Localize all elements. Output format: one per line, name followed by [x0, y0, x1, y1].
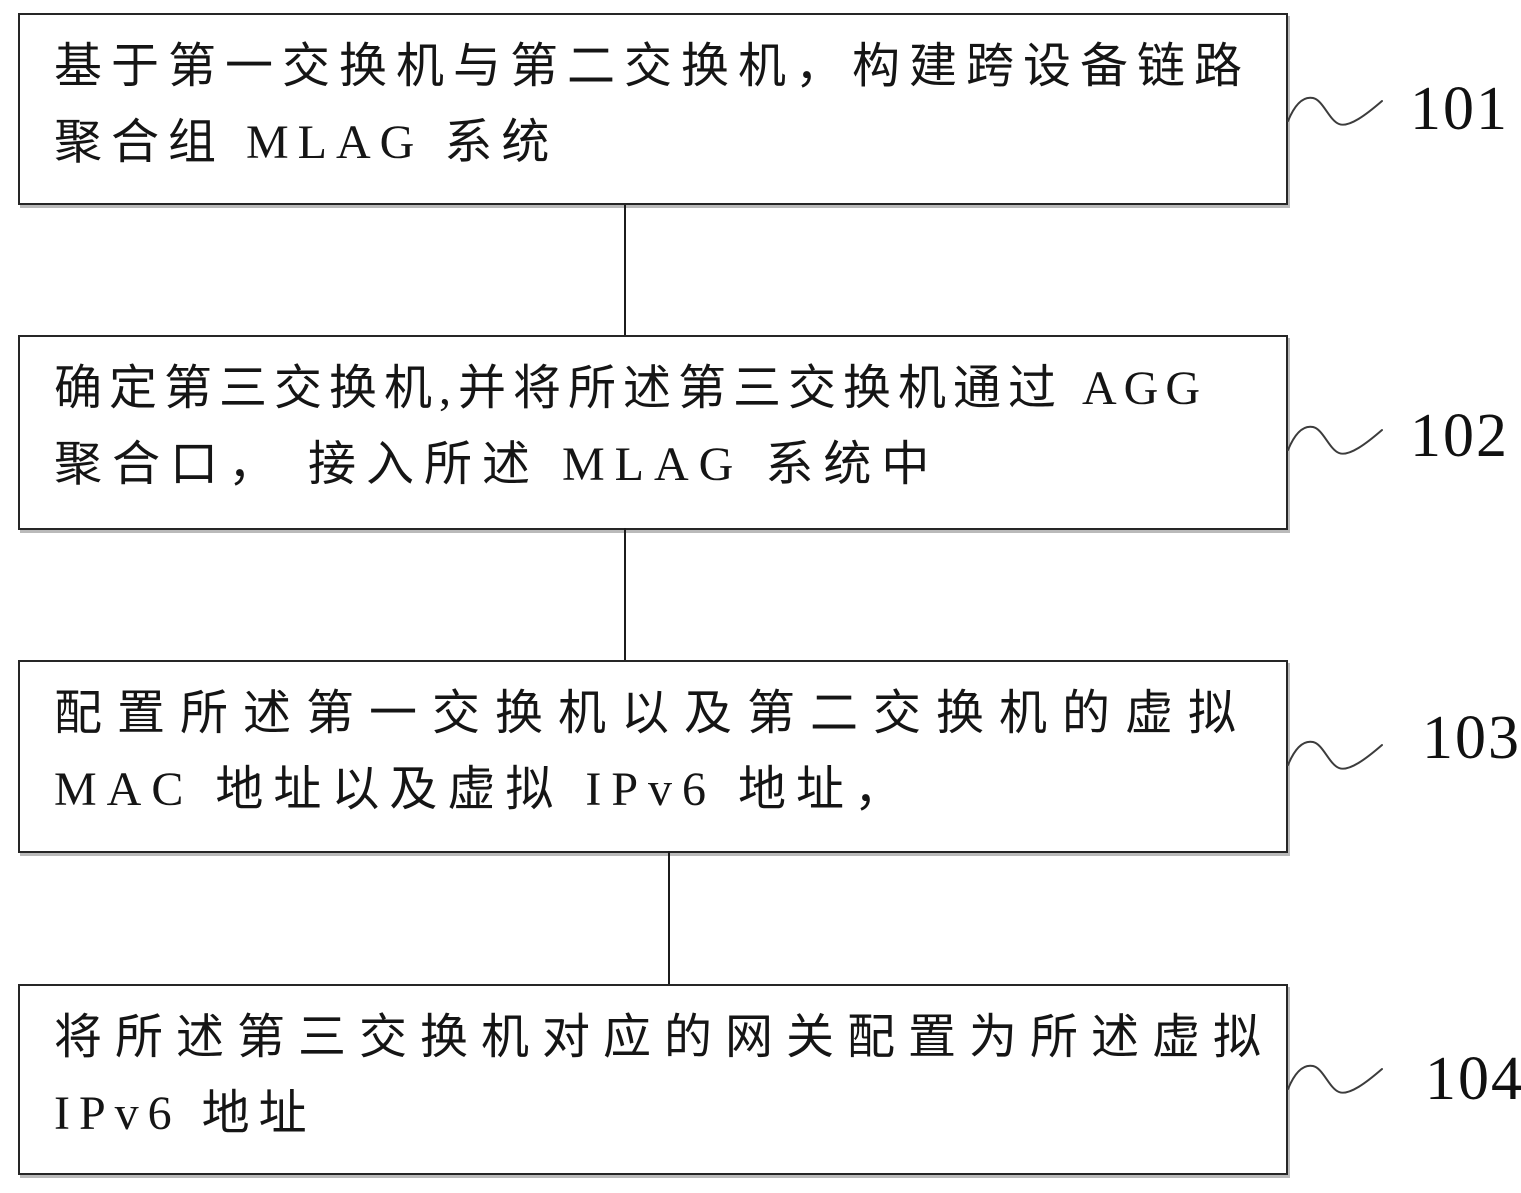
- tilde-icon: [1287, 96, 1383, 126]
- ref-number-102: 102: [1410, 402, 1509, 470]
- step-102-text-line-1: 确定第三交换机,并将所述第三交换机通过 AGG: [54, 362, 1207, 415]
- connector-line: [624, 528, 626, 662]
- connector-line: [668, 851, 670, 986]
- step-103-text-line-1: 配置所述第一交换机以及第二交换机的虚拟: [54, 687, 1252, 740]
- step-104-text-line-2: IPv6 地址: [54, 1087, 316, 1140]
- step-box-101: 基于第一交换机与第二交换机，构建跨设备链路 聚合组 MLAG 系统: [18, 13, 1288, 205]
- ref-number-103: 103: [1422, 704, 1521, 772]
- step-box-103: 配置所述第一交换机以及第二交换机的虚拟 MAC 地址以及虚拟 IPv6 地址，: [18, 660, 1288, 853]
- ref-number-104: 104: [1425, 1045, 1521, 1113]
- connector-line: [624, 205, 626, 337]
- step-101-text-line-1: 基于第一交换机与第二交换机，构建跨设备链路: [54, 40, 1252, 93]
- step-104-text-line-1: 将所述第三交换机对应的网关配置为所述虚拟: [54, 1011, 1275, 1064]
- tilde-icon: [1287, 740, 1383, 770]
- step-101-text-line-2: 聚合组 MLAG 系统: [54, 116, 559, 169]
- tilde-icon: [1287, 1064, 1383, 1094]
- step-103-text-line-2: MAC 地址以及虚拟 IPv6 地址，: [54, 763, 913, 816]
- tilde-icon: [1287, 425, 1383, 455]
- step-102-text-line-2: 聚合口， 接入所述 MLAG 系统中: [54, 438, 940, 491]
- step-box-102: 确定第三交换机,并将所述第三交换机通过 AGG 聚合口， 接入所述 MLAG 系…: [18, 335, 1288, 530]
- ref-number-101: 101: [1410, 75, 1509, 143]
- step-box-104: 将所述第三交换机对应的网关配置为所述虚拟 IPv6 地址: [18, 984, 1288, 1175]
